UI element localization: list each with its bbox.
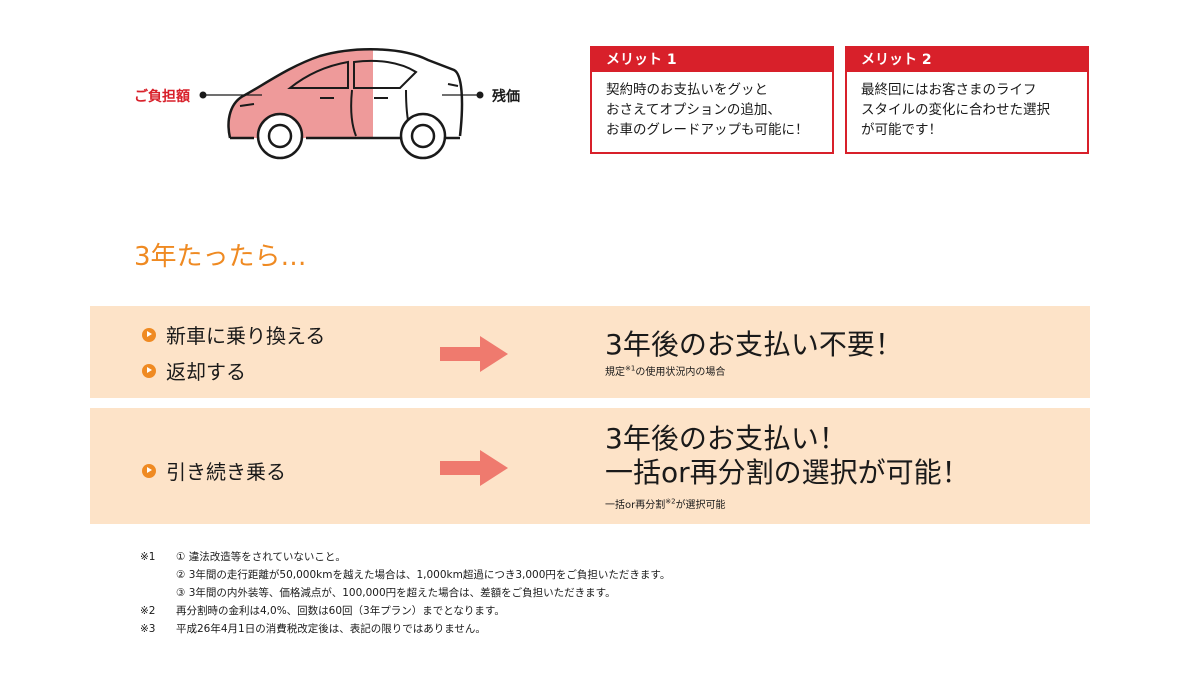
merit-line: お車のグレードアップも可能に！ xyxy=(606,122,809,138)
car-icon xyxy=(199,48,484,160)
merit-title: メリット 2 xyxy=(847,48,1087,72)
play-bullet-icon xyxy=(142,463,156,478)
play-bullet-icon xyxy=(142,327,156,342)
footnote-row: ※2 再分割時の金利は4,0%、回数は60回（3年プラン）までとなります。 xyxy=(140,602,670,620)
option-label: 新車に乗り換える xyxy=(166,324,326,348)
right-arrow-icon xyxy=(440,450,508,486)
footnote-mark: ※2 xyxy=(140,605,156,617)
result-note: 一括or再分割※2が選択可能 xyxy=(605,496,726,511)
footnote-mark xyxy=(140,566,176,584)
merit-line: スタイルの変化に合わせた選択 xyxy=(861,102,1050,118)
merit-box-2: メリット 2 最終回にはお客さまのライフ スタイルの変化に合わせた選択 が可能で… xyxy=(845,46,1089,154)
option-band-1: 新車に乗り換える 返却する 3年後のお支払い不要！ 規定※1の使用状況内の場合 xyxy=(90,306,1090,398)
footnote-text: ① 違法改造等をされていないこと。 xyxy=(176,551,346,563)
footnote-text: ③ 3年間の内外装等、価格減点が、100,000円を超えた場合は、差額をご負担い… xyxy=(176,587,616,599)
note-ref: ※2 xyxy=(665,497,676,506)
owner-payment-label: ご負担額 xyxy=(134,89,190,105)
option-item: 新車に乗り換える xyxy=(142,320,325,349)
merit-text: 最終回にはお客さまのライフ スタイルの変化に合わせた選択 が可能です！ xyxy=(847,72,1087,148)
result-title-line-1: 3年後のお支払い！ xyxy=(605,422,847,455)
footnote-mark xyxy=(140,584,176,602)
merit-title: メリット 1 xyxy=(592,48,832,72)
option-label: 引き続き乗る xyxy=(166,460,286,484)
result-title: 3年後のお支払い不要！ xyxy=(605,328,903,361)
merit-line: 契約時のお支払いをグッと xyxy=(606,82,768,98)
footnote-text: 再分割時の金利は4,0%、回数は60回（3年プラン）までとなります。 xyxy=(176,605,505,617)
option-item: 引き続き乗る xyxy=(142,456,286,485)
option-band-2: 引き続き乗る 3年後のお支払い！ 一括or再分割の選択が可能！ 一括or再分割※… xyxy=(90,408,1090,524)
note-text: 規定 xyxy=(605,367,625,378)
footnote-text: ② 3年間の走行距離が50,000kmを越えた場合は、1,000km超過につき3… xyxy=(176,569,671,581)
merit-line: おさえてオプションの追加、 xyxy=(606,102,781,118)
play-bullet-icon xyxy=(142,363,156,378)
footnote-row: ③ 3年間の内外装等、価格減点が、100,000円を超えた場合は、差額をご負担い… xyxy=(140,584,670,602)
note-text: の使用状況内の場合 xyxy=(635,367,726,378)
result-title-line-2: 一括or再分割の選択が可能！ xyxy=(605,456,970,489)
car-illustration: ご負担額 残価 xyxy=(130,40,530,170)
merit-line: 最終回にはお客さまのライフ xyxy=(861,82,1037,98)
option-item: 返却する xyxy=(142,356,246,385)
right-arrow-icon xyxy=(440,336,508,372)
footnote-mark: ※3 xyxy=(140,623,156,635)
note-text: が選択可能 xyxy=(675,500,726,511)
merit-text: 契約時のお支払いをグッと おさえてオプションの追加、 お車のグレードアップも可能… xyxy=(592,72,832,148)
merit-line: が可能です！ xyxy=(861,122,942,138)
note-text: 一括or再分割 xyxy=(605,500,666,511)
footnote-row: ※1 ① 違法改造等をされていないこと。 xyxy=(140,548,670,566)
option-label: 返却する xyxy=(166,360,246,384)
footnote-row: ② 3年間の走行距離が50,000kmを越えた場合は、1,000km超過につき3… xyxy=(140,566,670,584)
note-ref: ※1 xyxy=(625,364,636,373)
footnote-mark: ※1 xyxy=(140,551,156,563)
merit-box-1: メリット 1 契約時のお支払いをグッと おさえてオプションの追加、 お車のグレー… xyxy=(590,46,834,154)
section-headline: 3年たったら… xyxy=(134,242,307,272)
residual-value-label: 残価 xyxy=(492,89,520,105)
footnotes: ※1 ① 違法改造等をされていないこと。 ② 3年間の走行距離が50,000kmを… xyxy=(140,548,670,638)
footnote-row: ※3 平成26年4月1日の消費税改定後は、表記の限りではありません。 xyxy=(140,620,670,638)
result-note: 規定※1の使用状況内の場合 xyxy=(605,363,725,378)
footnote-text: 平成26年4月1日の消費税改定後は、表記の限りではありません。 xyxy=(176,623,486,635)
